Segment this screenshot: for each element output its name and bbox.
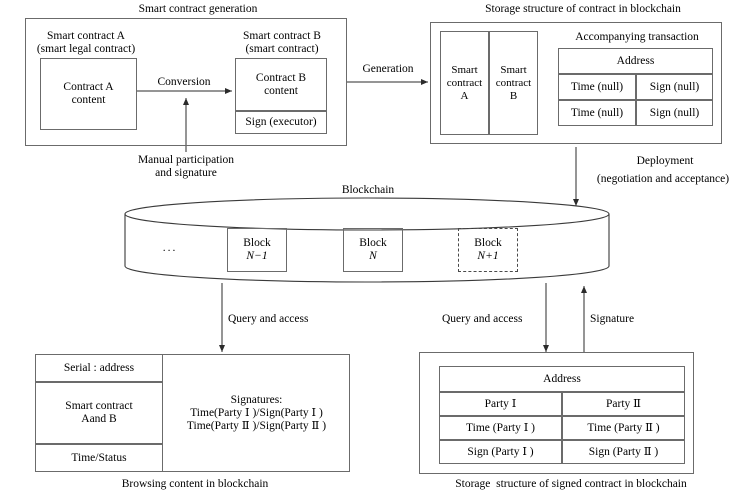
accompanying-sign-cell-2: Sign (null) bbox=[636, 100, 713, 126]
query-right-label: Query and access bbox=[442, 313, 523, 325]
blockchain-ellipsis: ... bbox=[162, 242, 178, 254]
signed-time-party-2: Time (Party Ⅱ ) bbox=[562, 416, 685, 440]
block-2-line1: Block bbox=[474, 237, 502, 249]
signed-address-header: Address bbox=[439, 366, 685, 392]
browsing-signatures-line1: Signatures: bbox=[230, 393, 283, 406]
signed-sign-party-2: Sign (Party Ⅱ ) bbox=[562, 440, 685, 464]
browsing-serial-address-row: Serial : address bbox=[35, 354, 163, 382]
signed-storage-caption: Storage structure of signed contract in … bbox=[455, 478, 687, 490]
contract-b-content-box: Contract B content bbox=[235, 58, 327, 111]
contract-b-sign-row: Sign (executor) bbox=[235, 111, 327, 134]
block-0-line2: N−1 bbox=[246, 250, 268, 262]
browsing-signatures-line2: Time(Party Ⅰ )/Sign(Party Ⅰ ) bbox=[190, 406, 323, 419]
manual-participation-label-line1: Manual participation bbox=[137, 154, 235, 166]
contract-b-title-line2: (smart contract) bbox=[245, 43, 319, 55]
contract-a-content-box: Contract A content bbox=[40, 58, 137, 130]
deployment-label-line2: (negotiation and acceptance) bbox=[596, 173, 730, 185]
block-n-plus-1: Block N+1 bbox=[458, 228, 518, 272]
accompanying-address-header: Address bbox=[558, 48, 713, 74]
browsing-signatures-line3: Time(Party Ⅱ )/Sign(Party Ⅱ ) bbox=[186, 419, 327, 432]
contract-b-content-line2: content bbox=[264, 84, 298, 97]
signed-party-1-header: Party Ⅰ bbox=[439, 392, 562, 416]
conversion-label: Conversion bbox=[157, 76, 211, 88]
deployment-label-line1: Deployment bbox=[636, 155, 694, 167]
manual-participation-label-line2: and signature bbox=[155, 167, 217, 179]
query-left-label: Query and access bbox=[228, 313, 309, 325]
accompanying-time-cell-1: Time (null) bbox=[558, 74, 636, 100]
block-2-line2: N+1 bbox=[477, 250, 499, 262]
contract-a-content-line1: Contract A bbox=[63, 81, 114, 93]
contract-a-title-line1: Smart contract A bbox=[47, 30, 125, 42]
accompanying-time-cell-2: Time (null) bbox=[558, 100, 636, 126]
block-0-line1: Block bbox=[243, 237, 271, 249]
block-n-minus-1: Block N−1 bbox=[227, 228, 287, 272]
browsing-time-status-row: Time/Status bbox=[35, 444, 163, 472]
contract-b-content-line1: Contract B bbox=[255, 71, 307, 84]
accompanying-transaction-title: Accompanying transaction bbox=[575, 31, 699, 43]
signature-label: Signature bbox=[590, 313, 635, 325]
block-1-line2: N bbox=[369, 250, 377, 262]
storage-contract-caption: Storage structure of contract in blockch… bbox=[485, 3, 681, 15]
storage-contract-outer-box bbox=[430, 22, 722, 144]
contract-a-title-line2: (smart legal contract) bbox=[36, 43, 136, 55]
cylinder-top bbox=[124, 197, 610, 231]
signed-sign-party-1: Sign (Party Ⅰ ) bbox=[439, 440, 562, 464]
cylinder-body bbox=[124, 214, 610, 283]
contract-b-title-line1: Smart contract B bbox=[243, 30, 321, 42]
browsing-signatures-panel: Signatures: Time(Party Ⅰ )/Sign(Party Ⅰ … bbox=[163, 354, 350, 472]
contract-a-content-line2: content bbox=[71, 94, 106, 106]
block-1-line1: Block bbox=[359, 237, 387, 249]
block-n: Block N bbox=[343, 228, 403, 272]
generation-arrow-label: Generation bbox=[362, 63, 414, 75]
browsing-caption: Browsing content in blockchain bbox=[121, 478, 269, 490]
signed-storage-outer-box bbox=[419, 352, 694, 474]
blockchain-caption: Blockchain bbox=[341, 184, 395, 196]
accompanying-sign-cell-1: Sign (null) bbox=[636, 74, 713, 100]
signed-time-party-1: Time (Party Ⅰ ) bbox=[439, 416, 562, 440]
generation-caption: Smart contract generation bbox=[138, 3, 258, 15]
signed-party-2-header: Party Ⅱ bbox=[562, 392, 685, 416]
generation-outer-box bbox=[25, 18, 347, 146]
